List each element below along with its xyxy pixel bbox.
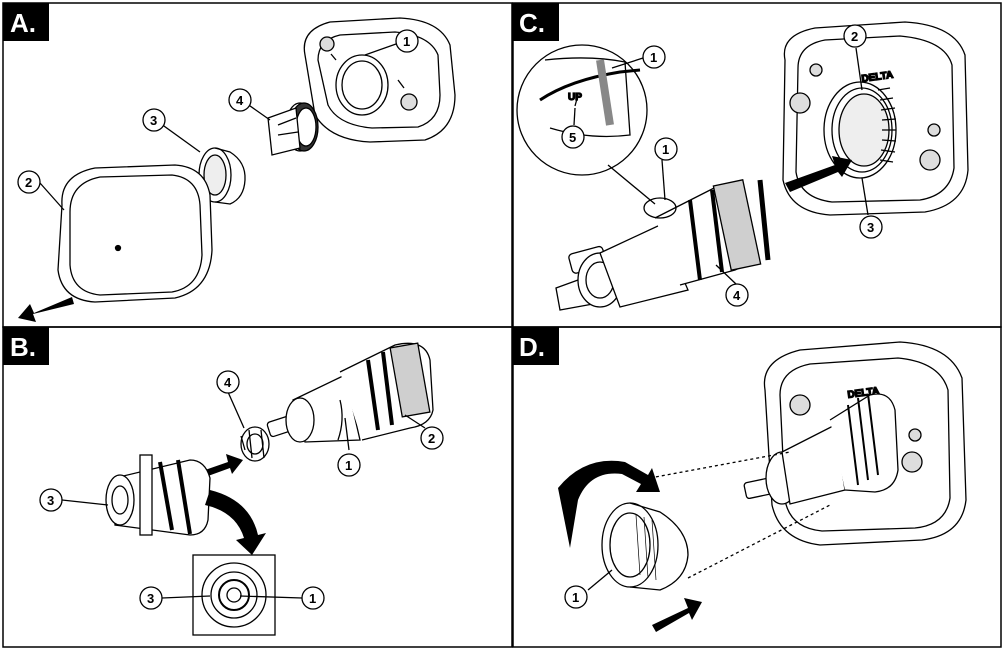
svg-text:3: 3	[150, 113, 157, 128]
svg-text:A.: A.	[10, 8, 36, 38]
svg-text:DELTA: DELTA	[861, 70, 894, 85]
svg-text:1: 1	[309, 591, 316, 606]
svg-text:UP: UP	[568, 92, 582, 103]
panel-c-callouts: 1 2 3 4 1 5	[561, 24, 883, 307]
svg-text:3: 3	[47, 493, 54, 508]
svg-text:4: 4	[236, 93, 244, 108]
svg-text:4: 4	[733, 288, 741, 303]
svg-text:B.: B.	[10, 332, 36, 362]
panel-b-callouts: 1 2 3 4 1 3	[39, 370, 444, 610]
panel-label-a: A.	[3, 3, 49, 41]
svg-text:1: 1	[650, 50, 657, 65]
panel-c-drawing: DELTA UP	[516, 21, 969, 311]
panel-d-drawing: DELTA	[558, 341, 967, 632]
panel-b-drawing	[61, 342, 434, 636]
svg-text:2: 2	[428, 431, 435, 446]
svg-text:3: 3	[147, 591, 154, 606]
svg-text:3: 3	[867, 220, 874, 235]
svg-text:5: 5	[569, 130, 576, 145]
svg-text:1: 1	[662, 142, 669, 157]
panel-label-b: B.	[3, 327, 49, 365]
svg-text:D.: D.	[519, 332, 545, 362]
panel-a-callouts: 1 2 3 4	[17, 29, 419, 194]
svg-text:1: 1	[572, 590, 579, 605]
svg-text:1: 1	[345, 458, 352, 473]
panel-label-d: D.	[513, 327, 559, 365]
svg-text:2: 2	[25, 175, 32, 190]
svg-text:C.: C.	[519, 8, 545, 38]
svg-text:2: 2	[851, 29, 858, 44]
panel-d-callouts: 1	[564, 585, 588, 609]
svg-text:4: 4	[224, 375, 232, 390]
panel-label-c: C.	[513, 3, 559, 41]
svg-text:1: 1	[403, 34, 410, 49]
panel-a-drawing	[18, 17, 456, 322]
